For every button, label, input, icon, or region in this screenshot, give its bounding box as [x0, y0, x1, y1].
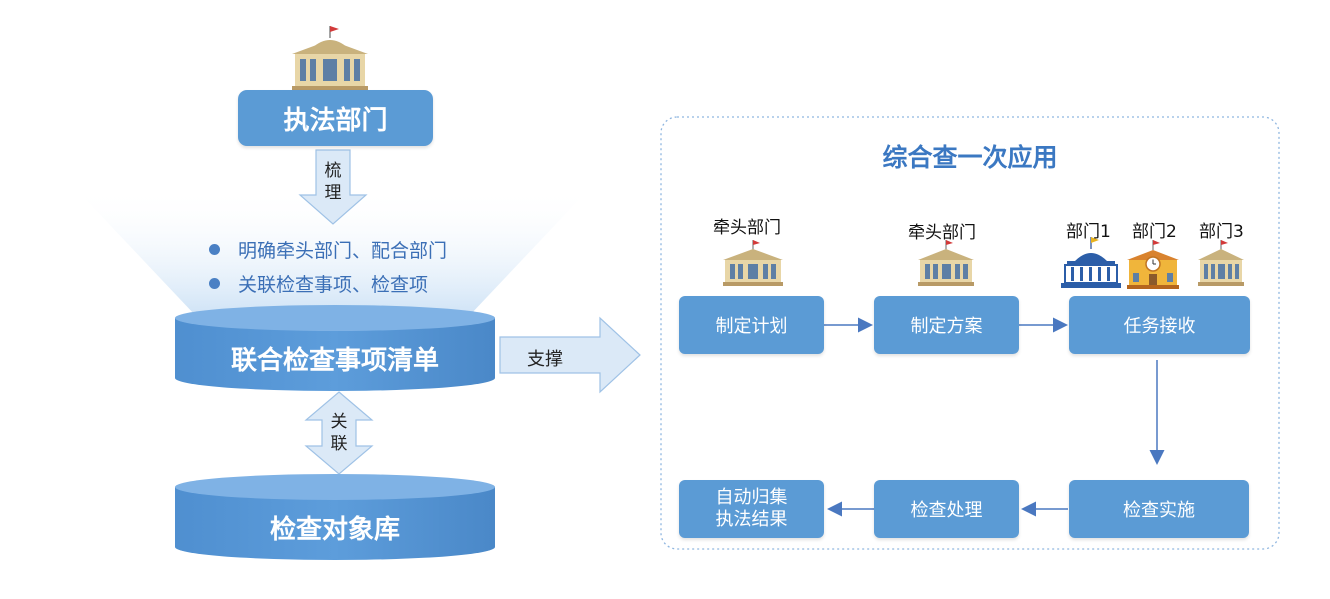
bullet-item: 关联检查事项、检查项 [209, 270, 428, 297]
support-label: 支撑 [527, 349, 563, 370]
bullet-item: 明确牵头部门、配合部门 [209, 236, 447, 263]
db-label: 检查对象库 [269, 515, 400, 545]
government-building-icon [918, 240, 974, 286]
dept1-label: 部门1 [1066, 222, 1111, 242]
step-make-plan: 制定计划 [679, 296, 824, 354]
link-arrow [304, 391, 374, 475]
enforcement-dept-box: 执法部门 [238, 90, 433, 146]
application-panel [660, 116, 1280, 550]
government-building-icon [292, 26, 368, 91]
db-cylinder [175, 474, 495, 560]
comb-arrow [298, 149, 368, 225]
result-line: 自动归集 [715, 487, 788, 508]
step-collect-results: 自动归集 执法结果 [679, 480, 824, 538]
funnel-glow [75, 188, 590, 315]
lead-dept-label: 牵头部门 [908, 223, 976, 243]
step-implement-check: 检查实施 [1069, 480, 1249, 538]
panel-title: 综合查一次应用 [882, 143, 1058, 172]
list-cylinder [175, 305, 495, 391]
capitol-building-icon [1061, 237, 1121, 288]
comb-label: 梳理 [324, 161, 342, 203]
government-building-icon [723, 240, 783, 286]
clock-building-icon [1127, 240, 1179, 289]
list-label: 联合检查事项清单 [230, 346, 439, 376]
lead-dept-label: 牵头部门 [713, 218, 781, 238]
bullet-dot [209, 244, 220, 255]
step-receive-task: 任务接收 [1069, 296, 1250, 354]
bullet-dot [209, 278, 220, 289]
step-make-scheme: 制定方案 [874, 296, 1019, 354]
dept3-label: 部门3 [1199, 222, 1244, 242]
support-arrow [499, 316, 641, 394]
link-label: 关联 [330, 412, 348, 454]
government-building-icon [1198, 240, 1244, 286]
dept2-label: 部门2 [1132, 222, 1177, 242]
step-process-check: 检查处理 [874, 480, 1019, 538]
result-line: 执法结果 [715, 509, 788, 530]
